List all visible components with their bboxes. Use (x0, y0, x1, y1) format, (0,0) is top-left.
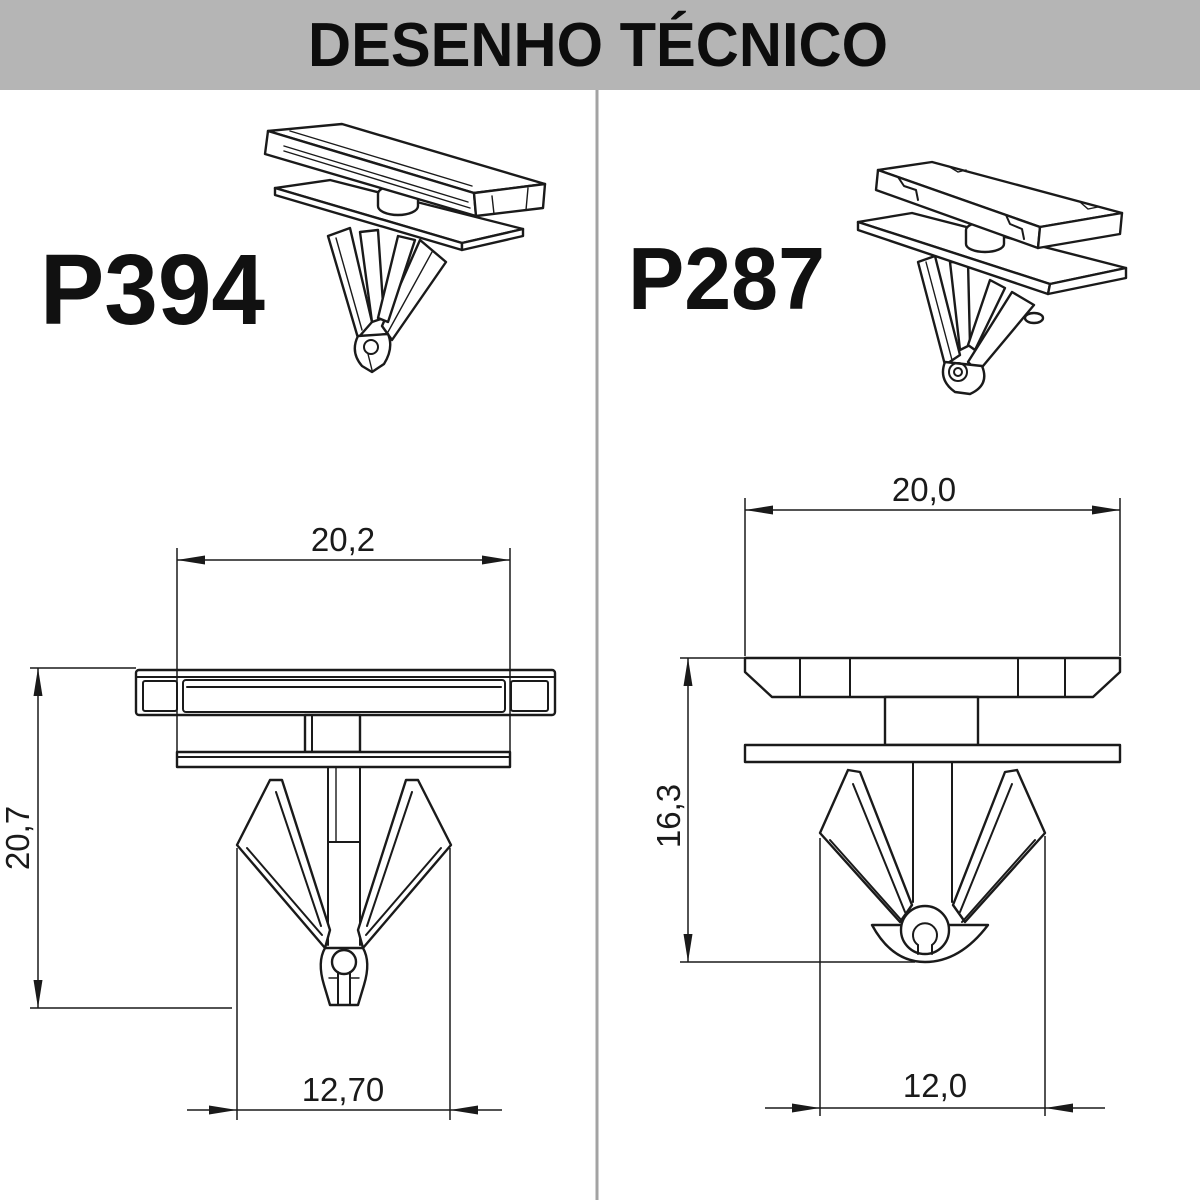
p287-legs (818, 761, 1047, 964)
p287-dimension-height: 16,3 (650, 657, 915, 963)
arrowhead (33, 668, 43, 696)
p394-clip-hole (330, 948, 358, 976)
p394-leg-left (235, 778, 332, 950)
arrowhead (33, 980, 43, 1008)
p287-3d-side-tab (1023, 311, 1045, 325)
p394-dimension-height: 20,7 (0, 667, 232, 1009)
p287-3d-cap-side (1036, 211, 1124, 250)
p394-leg-left-inner (275, 791, 322, 927)
arrowhead (683, 658, 693, 686)
dimension-label-bottom-width: 12,0 (903, 1067, 967, 1104)
p394-front-view (134, 668, 557, 1007)
arrowhead (450, 1105, 478, 1115)
p394-3d-bar-notch (491, 195, 495, 215)
p394-3d-leg-front (376, 234, 417, 324)
p287-clip-hole (912, 922, 938, 946)
p394-3d-plate-side (460, 227, 525, 252)
arrowhead (1092, 505, 1120, 515)
p287-3d-cap-notch (897, 176, 919, 201)
arrowhead (177, 555, 205, 565)
p287-3d-clip-ring (948, 362, 968, 382)
dimension-label-height: 16,3 (650, 784, 687, 848)
p394-3d-legs (326, 226, 448, 374)
p287-front-view (743, 656, 1122, 964)
p394-flange (175, 750, 512, 769)
arrowhead (683, 934, 693, 962)
p287-3d-plate-side (1046, 266, 1128, 296)
p287-3d-legs (916, 254, 1045, 396)
p287-head-outline (743, 656, 1122, 699)
p394-3d-bar-slot (283, 145, 469, 203)
p287-leg-right (951, 768, 1047, 924)
p287-flange (743, 743, 1122, 764)
p394-head-right-tab (510, 680, 549, 712)
dimension-label-height: 20,7 (0, 806, 36, 870)
p287-leg-right-inner (961, 839, 1036, 923)
dimension-label-bottom-width: 12,70 (302, 1071, 385, 1108)
header: DESENHO TÉCNICO (0, 0, 1200, 90)
p394-3d-clip-slot (367, 353, 373, 371)
arrowhead (482, 555, 510, 565)
p394-neck (303, 713, 362, 754)
p394-leg-left-inner (246, 847, 323, 936)
p287-3d-cap-notch (1079, 201, 1099, 210)
p287-3d-cap-notch (1005, 214, 1025, 240)
p394-leg-right (356, 778, 453, 950)
p287-3d-view (856, 160, 1128, 396)
part-code-p394: P394 (40, 234, 265, 346)
p394-3d-view (263, 122, 547, 374)
p287-dimension-bottom-width: 12,0 (765, 836, 1105, 1116)
p394-leg-right-inner (366, 791, 413, 927)
dimension-label-top-width: 20,0 (892, 471, 956, 508)
arrowhead (745, 505, 773, 515)
panel-p394: P394 (0, 122, 557, 1120)
p287-3d-top-cap (874, 160, 1124, 250)
p394-3d-leg-edge (387, 251, 433, 333)
p394-dimension-top-width: 20,2 (176, 521, 511, 752)
page-title: DESENHO TÉCNICO (308, 11, 888, 80)
p287-leg-left (818, 768, 914, 924)
p394-dimension-bottom-width: 12,70 (187, 848, 502, 1120)
p394-3d-bar-groove (289, 130, 473, 187)
p394-head-slot (182, 679, 506, 713)
p287-3d-leg-front (966, 278, 1007, 352)
p287-3d-cap-notch (947, 165, 967, 173)
p394-leg-right-inner (365, 847, 442, 936)
arrowhead (209, 1105, 237, 1115)
p287-head (743, 656, 1122, 699)
dimension-label-top-width: 20,2 (311, 521, 375, 558)
p394-3d-bar-slot (283, 150, 471, 209)
arrowhead (792, 1103, 820, 1113)
p394-legs (235, 766, 453, 1007)
part-code-p287: P287 (628, 229, 825, 328)
p287-dimension-top-width: 20,0 (744, 471, 1121, 656)
p394-head (134, 668, 557, 717)
p287-leg-right-inner (959, 783, 1013, 913)
p394-3d-leg-edge (335, 237, 363, 331)
arrowhead (1045, 1103, 1073, 1113)
p394-3d-top-bar (263, 122, 547, 218)
p287-3d-leg-edge (925, 261, 953, 361)
p287-3d-clip-hole (953, 367, 963, 377)
panel-p287: P287 (628, 160, 1128, 1116)
header-background (0, 0, 1200, 90)
p287-leg-left-inner (852, 783, 906, 913)
p394-3d-clip-hole (363, 339, 379, 355)
p287-clip-ring (899, 904, 951, 956)
p394-3d-bar-notch (525, 187, 529, 211)
p287-leg-left-inner (829, 839, 904, 923)
p287-neck (883, 695, 980, 747)
